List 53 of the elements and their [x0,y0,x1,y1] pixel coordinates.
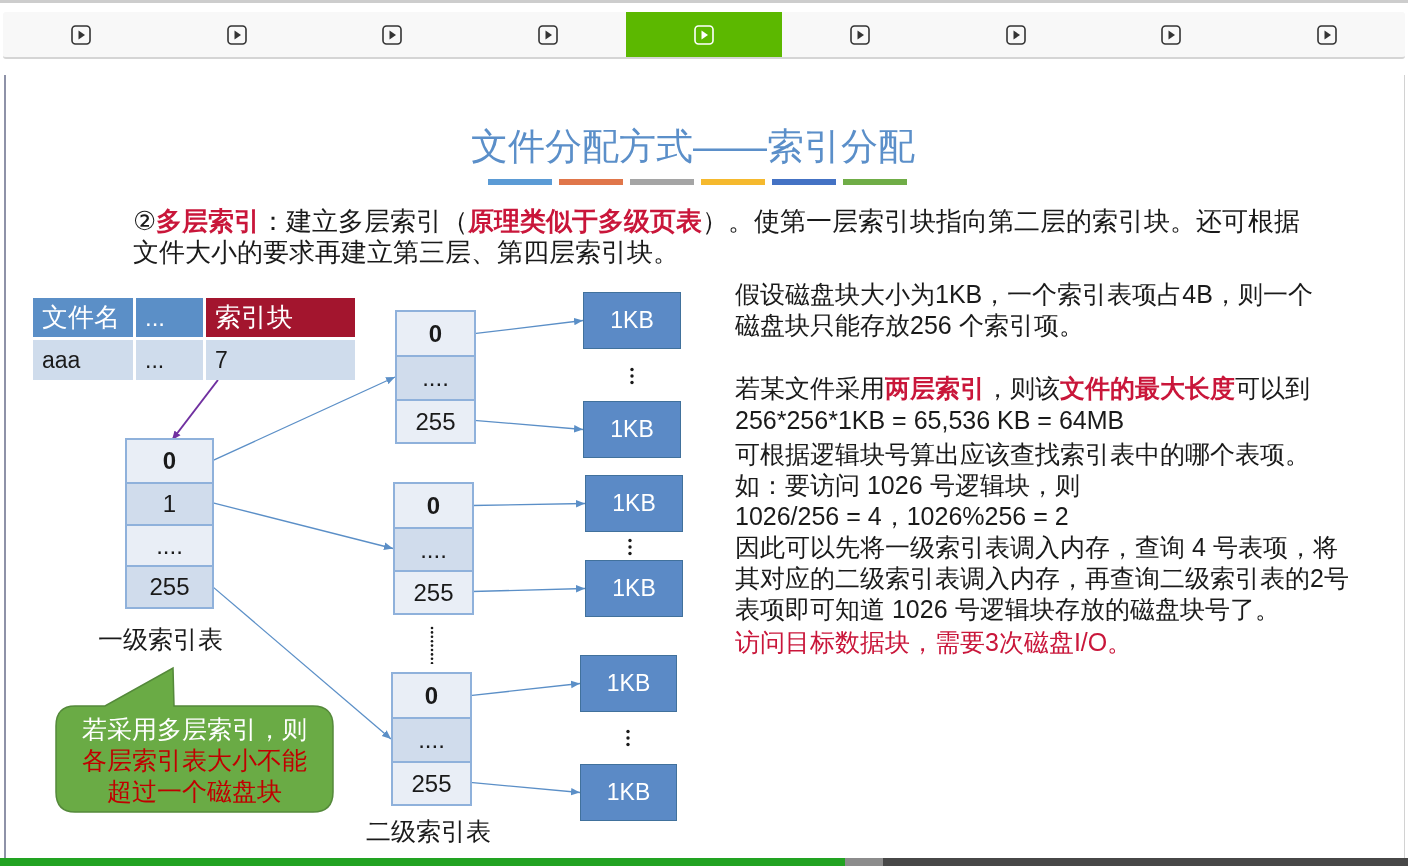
bubble-text: 若采用多层索引，则 [80,714,308,745]
arrow [211,502,394,550]
index-entry: 255 [127,565,212,607]
table-caption: 一级索引表 [97,624,223,655]
index-entry: 255 [395,570,472,613]
header-cell: 索引块 [206,298,355,337]
index-entry: .... [393,717,470,761]
arrow [471,499,586,508]
arrow [473,317,584,335]
index-entry: 255 [393,760,470,804]
index-entry: 0 [393,674,470,718]
formula: 1026/256 = 4，1026%256 = 2 [735,501,1069,532]
arrow [211,376,396,462]
index-table [391,672,472,806]
body-text: 因此可以先将一级索引表调入内存，查询 4 号表项，将其对应的二级索引表调入内存，再查询二级索引表的2号表项即可知道 1026 号逻辑块存放的磁盘块号了。 [735,532,1350,625]
arrow [171,379,219,441]
table-cell: 7 [206,340,355,380]
formula: 256*256*1KB = 65,536 KB = 64MB [735,405,1125,436]
header-cell: 文件名 [33,298,133,337]
index-entry: .... [395,527,472,570]
body-text: ②多层索引：建立多层索引（原理类似于多级页表）。使第一层索引块指向第二层的索引块。还可根据文件大小的要求再建立第三层、第四层索引块。 [133,206,1302,268]
index-entry: 0 [127,440,212,482]
body-text: 访问目标数据块，需要3次磁盘I/O。 [735,627,1133,658]
body-text: 可根据逻辑块号算出应该查找索引表中的哪个表项。 [735,439,1310,470]
index-entry: 255 [397,398,474,442]
table-cell: ... [136,340,203,380]
disk-block: 1KB [580,764,677,821]
body-text: 若某文件采用两层索引，则该文件的最大长度可以到 [735,373,1310,404]
arrow [471,584,586,593]
index-entry: 0 [397,312,474,356]
index-entry: .... [127,523,212,566]
index-entry: 1 [127,481,212,524]
index-table [393,482,474,615]
disk-block: 1KB [583,292,681,349]
disk-block: 1KB [585,475,683,532]
index-entry: .... [397,355,474,399]
body-text: 假设磁盘块大小为1KB，一个索引表项占4B，则一个磁盘块只能存放256 个索引项。 [735,279,1314,341]
table-caption: 二级索引表 [365,816,491,847]
body-text: 如：要访问 1026 号逻辑块，则 [735,470,1080,501]
index-table [395,310,476,444]
disk-block: 1KB [583,401,681,458]
arrow [469,781,581,796]
arrow [469,680,581,697]
disk-block: 1KB [585,560,683,617]
arrow [211,585,392,740]
slide-title: 文件分配方式——索引分配 [471,125,915,169]
disk-block: 1KB [580,655,677,712]
header-cell: ... [136,298,203,337]
index-table [125,438,214,609]
table-cell: aaa [33,340,133,380]
bubble-text: 各层索引表大小不能超过一个磁盘块 [80,745,308,807]
arrow [473,419,584,433]
index-entry: 0 [395,484,472,527]
